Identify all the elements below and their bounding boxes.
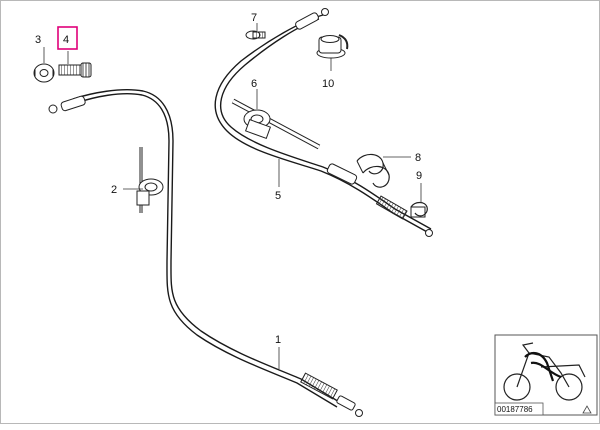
callout-7[interactable]: 7 bbox=[251, 12, 257, 24]
cable-adjuster-bottom bbox=[300, 372, 363, 417]
callout-1[interactable]: 1 bbox=[275, 334, 281, 346]
callout-8[interactable]: 8 bbox=[415, 152, 421, 164]
callout-9[interactable]: 9 bbox=[416, 170, 422, 182]
nut-part-3[interactable] bbox=[33, 63, 55, 83]
callout-3[interactable]: 3 bbox=[35, 34, 41, 46]
callout-2[interactable]: 2 bbox=[111, 184, 117, 196]
leader-lines bbox=[43, 23, 422, 369]
adjusting-screw-part-4[interactable] bbox=[58, 62, 92, 78]
cable-clamp-part-2[interactable] bbox=[136, 147, 164, 213]
screw-part-7[interactable] bbox=[245, 30, 266, 40]
callout-6[interactable]: 6 bbox=[251, 78, 257, 90]
double-clip-part-8[interactable] bbox=[356, 153, 390, 188]
callout-5[interactable]: 5 bbox=[275, 190, 281, 202]
cable-end-fitting-top bbox=[48, 95, 86, 114]
motorcycle-thumbnail[interactable]: 00187786 bbox=[494, 334, 598, 416]
callout-4[interactable]: 4 bbox=[63, 34, 69, 46]
cable-adjuster-lower bbox=[326, 163, 433, 237]
reference-number: 00187786 bbox=[497, 405, 533, 414]
cable-part-5[interactable] bbox=[214, 8, 433, 237]
warning-triangle-icon bbox=[582, 405, 592, 414]
motorcycle-silhouette-icon bbox=[503, 342, 586, 401]
callout-10[interactable]: 10 bbox=[322, 78, 334, 90]
cable-part-1[interactable] bbox=[48, 89, 363, 417]
clamp-with-tie-part-6[interactable] bbox=[231, 98, 321, 150]
selected-part-highlight bbox=[57, 26, 78, 50]
small-clip-part-9[interactable] bbox=[410, 201, 428, 218]
cable-end-fitting-upper bbox=[295, 8, 329, 30]
cap-part-10[interactable] bbox=[316, 34, 349, 59]
